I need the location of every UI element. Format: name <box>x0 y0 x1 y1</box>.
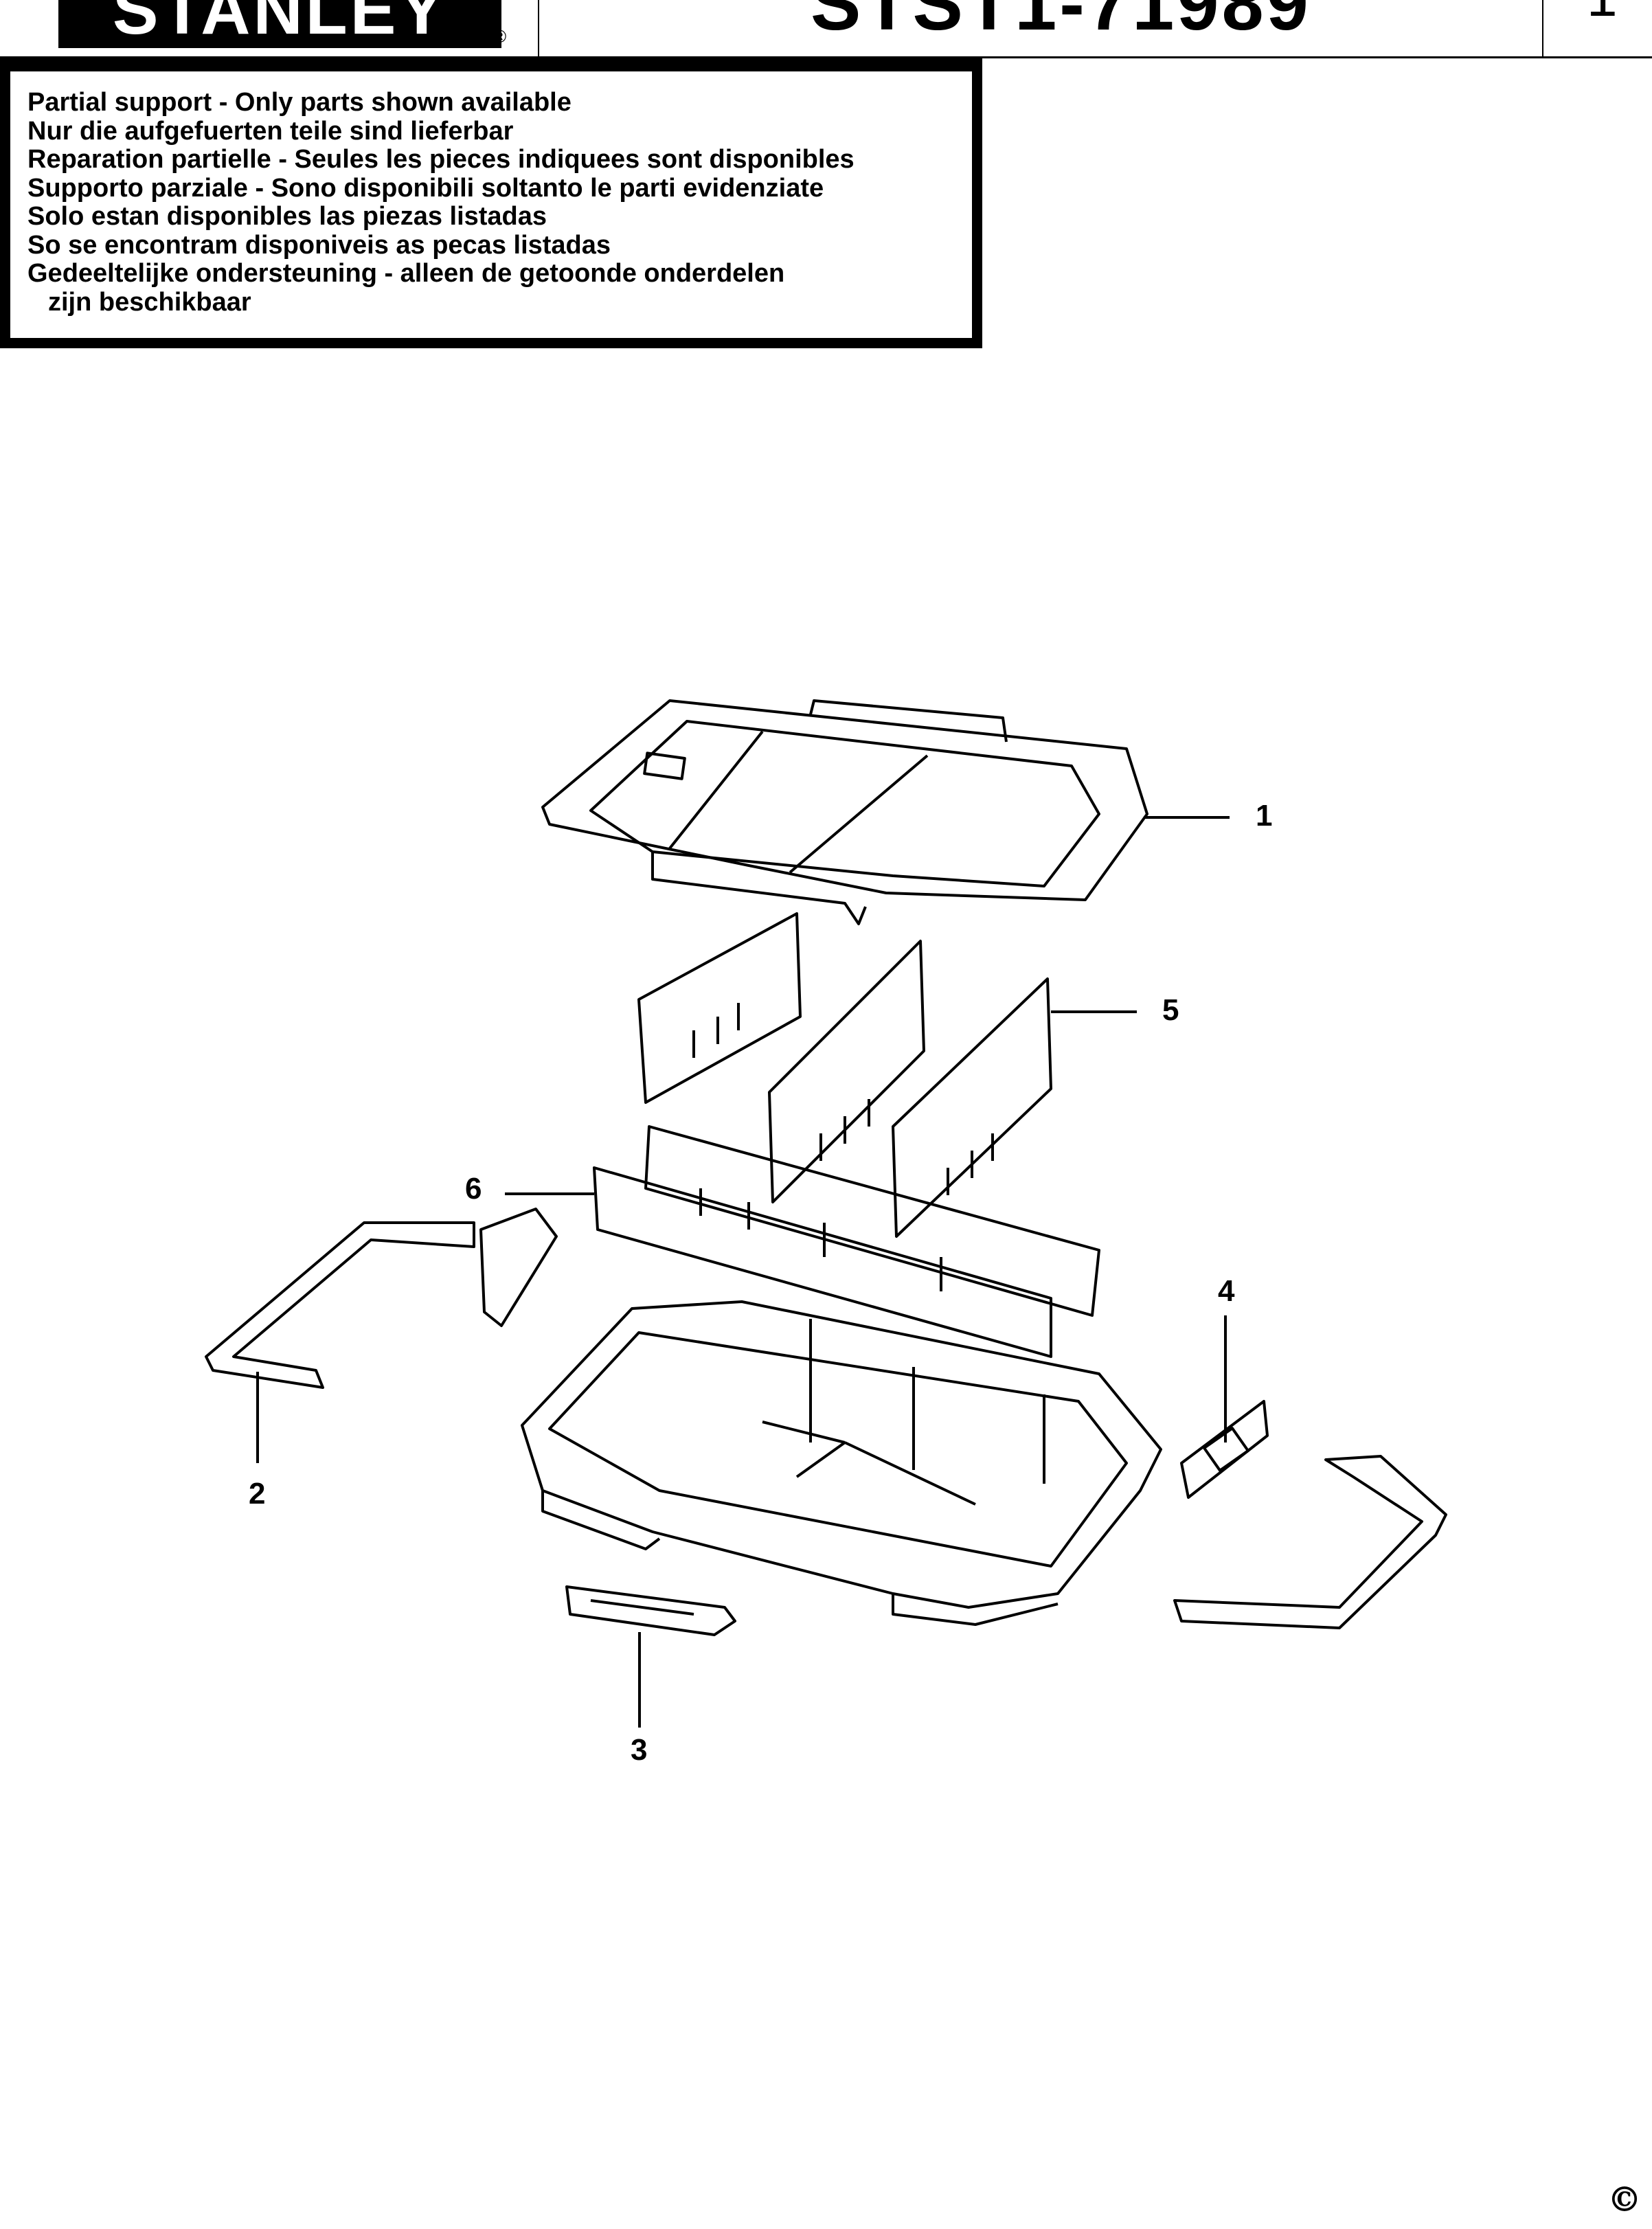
header-divider <box>1542 0 1543 58</box>
notice-line: Reparation partielle - Seules les pieces… <box>27 145 855 174</box>
callout-3: 3 <box>631 1733 648 1767</box>
part-divider <box>637 912 1052 1238</box>
model-number: STST1-71989 <box>811 0 1311 46</box>
header-rule <box>0 56 1652 58</box>
copyright-mark: © <box>1607 2179 1642 2219</box>
part-handle-right <box>1173 1455 1447 1629</box>
notice-line: So se encontram disponiveis as pecas lis… <box>27 230 611 260</box>
callout-leaders <box>256 816 1230 1728</box>
notice-line: Supporto parziale - Sono disponibili sol… <box>27 173 824 203</box>
callout-4: 4 <box>1218 1274 1235 1308</box>
callout-5: 5 <box>1162 993 1179 1027</box>
part-clip <box>1180 1400 1269 1499</box>
header-divider <box>538 0 539 58</box>
page-number: 1 <box>1587 0 1618 29</box>
notice-line: Partial support - Only parts shown avail… <box>27 88 572 117</box>
part-handle-left <box>205 1208 558 1389</box>
notice-line: Nur die aufgefuerten teile sind lieferba… <box>27 116 514 146</box>
callout-1: 1 <box>1256 799 1273 833</box>
part-lid <box>541 699 1149 925</box>
part-long-divider <box>593 1125 1100 1358</box>
notice-line: Gedeeltelijke ondersteuning - alleen de … <box>27 259 785 288</box>
partial-support-notice: Partial support - Only parts shown avail… <box>0 58 982 348</box>
registered-mark: ® <box>493 26 507 47</box>
notice-line: Solo estan disponibles las piezas listad… <box>27 202 547 231</box>
notice-line: zijn beschikbaar <box>48 287 251 317</box>
part-latch <box>565 1585 736 1636</box>
part-base <box>521 1300 1162 1626</box>
brand-logo: STANLEY <box>58 0 501 48</box>
callout-2: 2 <box>249 1477 266 1510</box>
callout-6: 6 <box>465 1172 482 1206</box>
